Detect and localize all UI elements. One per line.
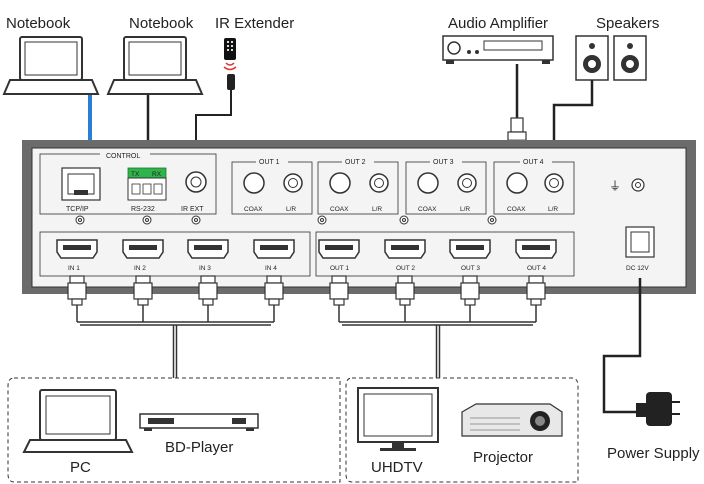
audio-out-3-coax: COAX (418, 206, 437, 213)
pc-icon (22, 389, 134, 453)
hdmi-out-4-port-label: OUT 4 (527, 265, 546, 272)
tcpip-port (61, 167, 101, 201)
tcpip-label: TCP/IP (66, 206, 89, 213)
tx-label: TX (131, 171, 140, 178)
hdmi-in-2-port: IN 2 (122, 239, 164, 272)
audio-out-4-lr: L/R (548, 206, 558, 213)
hdmi-cables (67, 275, 546, 378)
audio-out-2-coax: COAX (330, 206, 349, 213)
hdmi-out-3-port-label: OUT 3 (461, 265, 480, 272)
hdmi-in-4-port: IN 4 (253, 239, 295, 272)
rx-label: RX (152, 171, 162, 178)
hdmi-ports: IN 1 IN 2 IN 3 IN 4 OUT 1 OUT 2 OUT 3 OUT 4 (56, 239, 557, 272)
audio-out-3-title: OUT 3 (433, 159, 454, 166)
hdmi-out-plug-4 (526, 275, 546, 306)
power-supply-label: Power Supply (607, 445, 700, 462)
dc-power-port (625, 226, 655, 258)
hdmi-out-2-port: OUT 2 (384, 239, 426, 272)
hdmi-out-1-port: OUT 1 (318, 239, 360, 272)
hdmi-in-plug-1 (67, 275, 87, 306)
audio-out-4-coax: COAX (507, 206, 526, 213)
speaker-right-icon (613, 35, 647, 81)
audio-out-3-lr: L/R (460, 206, 470, 213)
audio-out-1-coax: COAX (244, 206, 263, 213)
uhdtv-icon (357, 387, 439, 451)
projector-icon (461, 403, 563, 437)
control-indicators (75, 215, 201, 225)
control-label: CONTROL (106, 153, 140, 160)
audio-out-2-lr: L/R (372, 206, 382, 213)
hdmi-in-4-port-label: IN 4 (265, 265, 277, 272)
audio-out-2-title: OUT 2 (345, 159, 366, 166)
rs232-label: RS-232 (131, 206, 155, 213)
audio-amplifier-icon (442, 35, 554, 64)
projector-label: Projector (473, 449, 533, 466)
hdmi-output-group (315, 231, 575, 277)
audio-out-1-title: OUT 1 (259, 159, 280, 166)
ir-ext-port (185, 171, 207, 193)
ir-ext-label: IR EXT (181, 206, 204, 213)
ir-extender-icon (223, 38, 237, 90)
display-devices-box (345, 377, 579, 483)
hdmi-out-3-port: OUT 3 (449, 239, 491, 272)
pc-label: PC (70, 459, 91, 476)
hdmi-in-plug-2 (133, 275, 153, 306)
rs232-terminal (127, 167, 167, 201)
hdmi-out-plug-1 (329, 275, 349, 306)
hdmi-in-3-port-label: IN 3 (199, 265, 211, 272)
notebook-right-icon (106, 36, 204, 95)
hdmi-out-plug-3 (460, 275, 480, 306)
audio-amplifier-label: Audio Amplifier (448, 15, 548, 32)
speaker-cable (552, 80, 594, 145)
notebook-left-label: Notebook (6, 15, 71, 32)
hdmi-input-group (39, 231, 311, 277)
hdmi-out-2-port-label: OUT 2 (396, 265, 415, 272)
audio-out-3: OUT 3 COAX L/R (405, 158, 497, 225)
audio-out-1: OUT 1 COAX L/R (231, 158, 327, 225)
uhdtv-label: UHDTV (371, 459, 423, 476)
audio-out-2: OUT 2 COAX L/R (317, 158, 409, 225)
audio-out-4-title: OUT 4 (523, 159, 544, 166)
hdmi-out-1-port-label: OUT 1 (330, 265, 349, 272)
bd-player-label: BD-Player (165, 439, 233, 456)
hdmi-in-3-port: IN 3 (187, 239, 229, 272)
bd-player-icon (139, 413, 259, 431)
power-cable (602, 278, 642, 414)
audio-out-4: OUT 4 COAX L/R (493, 158, 575, 215)
hdmi-in-1-port-label: IN 1 (68, 265, 80, 272)
hdmi-in-1-port: IN 1 (56, 239, 98, 272)
dc-label: DC 12V (626, 265, 649, 272)
hdmi-out-4-port: OUT 4 (515, 239, 557, 272)
hdmi-in-plug-4 (264, 275, 284, 306)
ir-extender-label: IR Extender (215, 15, 294, 32)
hdmi-in-plug-3 (198, 275, 218, 306)
ground-icon: ⏚ (609, 179, 621, 193)
ir-cable (195, 90, 232, 150)
hdmi-out-plug-2 (395, 275, 415, 306)
notebook-left-icon (2, 36, 100, 95)
speakers-label: Speakers (596, 15, 659, 32)
source-devices-box (7, 377, 341, 483)
power-adapter-icon (636, 392, 680, 426)
hdmi-in-2-port-label: IN 2 (134, 265, 146, 272)
audio-out-1-lr: L/R (286, 206, 296, 213)
notebook-right-label: Notebook (129, 15, 194, 32)
speaker-left-icon (575, 35, 609, 81)
